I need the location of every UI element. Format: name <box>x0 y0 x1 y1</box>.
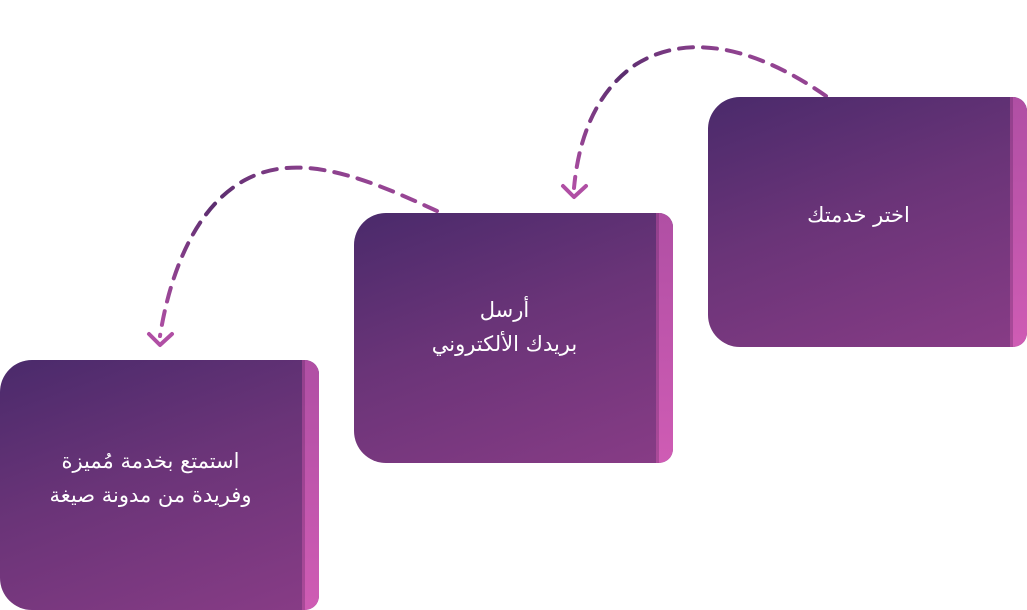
step-3-accent-bar <box>302 360 319 610</box>
step-2-line-2: بريدك الألكتروني <box>431 332 578 356</box>
step-2-accent-bar <box>656 213 673 463</box>
step-3-text: استمتع بخدمة مُميزة وفريدة من مدونة صيغة <box>50 444 252 512</box>
arrowhead-1-icon <box>561 184 588 199</box>
step-3-line-2: وفريدة من مدونة صيغة <box>49 483 252 507</box>
step-2-text: أرسل بريدك الألكتروني <box>432 293 578 361</box>
step-1-text: اختر خدمتك <box>807 198 910 232</box>
step-1-line-1: اختر خدمتك <box>807 203 910 227</box>
step-card-send-email: أرسل بريدك الألكتروني <box>354 213 673 463</box>
step-card-enjoy-service: استمتع بخدمة مُميزة وفريدة من مدونة صيغة <box>0 360 319 610</box>
step-2-line-1: أرسل <box>479 298 530 322</box>
step-card-choose-service: اختر خدمتك <box>708 97 1027 347</box>
arrowhead-2-icon <box>147 332 174 347</box>
step-3-line-1: استمتع بخدمة مُميزة <box>61 449 240 473</box>
step-1-accent-bar <box>1010 97 1027 347</box>
